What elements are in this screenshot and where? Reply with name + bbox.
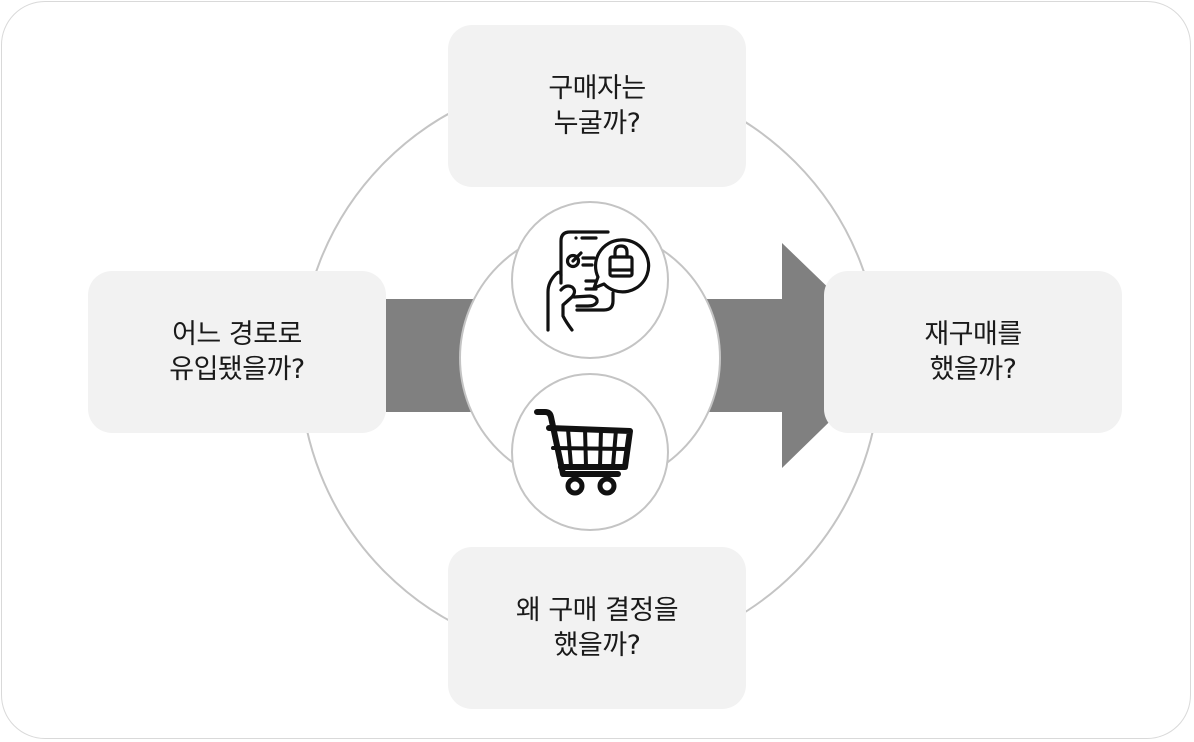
box-line: 누굴까? bbox=[553, 108, 641, 139]
shopping-cart-icon bbox=[534, 409, 633, 496]
box-line: 재구매를 bbox=[924, 319, 1022, 350]
question-box-decision: 왜 구매 결정을 했을까? bbox=[448, 547, 746, 709]
box-line: 왜 구매 결정을 bbox=[515, 595, 679, 626]
box-line: 유입됐을까? bbox=[169, 354, 305, 385]
box-line: 했을까? bbox=[553, 630, 641, 661]
box-line: 했을까? bbox=[929, 354, 1017, 385]
mobile-shopping-icon bbox=[546, 230, 651, 332]
box-line: 어느 경로로 bbox=[172, 319, 302, 350]
question-box-repurchase: 재구매를 했을까? bbox=[824, 271, 1122, 433]
question-box-buyer: 구매자는 누굴까? bbox=[448, 25, 746, 187]
lower-icon-circle bbox=[511, 373, 669, 531]
box-line: 구매자는 bbox=[548, 73, 646, 104]
question-box-channel: 어느 경로로 유입됐을까? bbox=[88, 271, 386, 433]
